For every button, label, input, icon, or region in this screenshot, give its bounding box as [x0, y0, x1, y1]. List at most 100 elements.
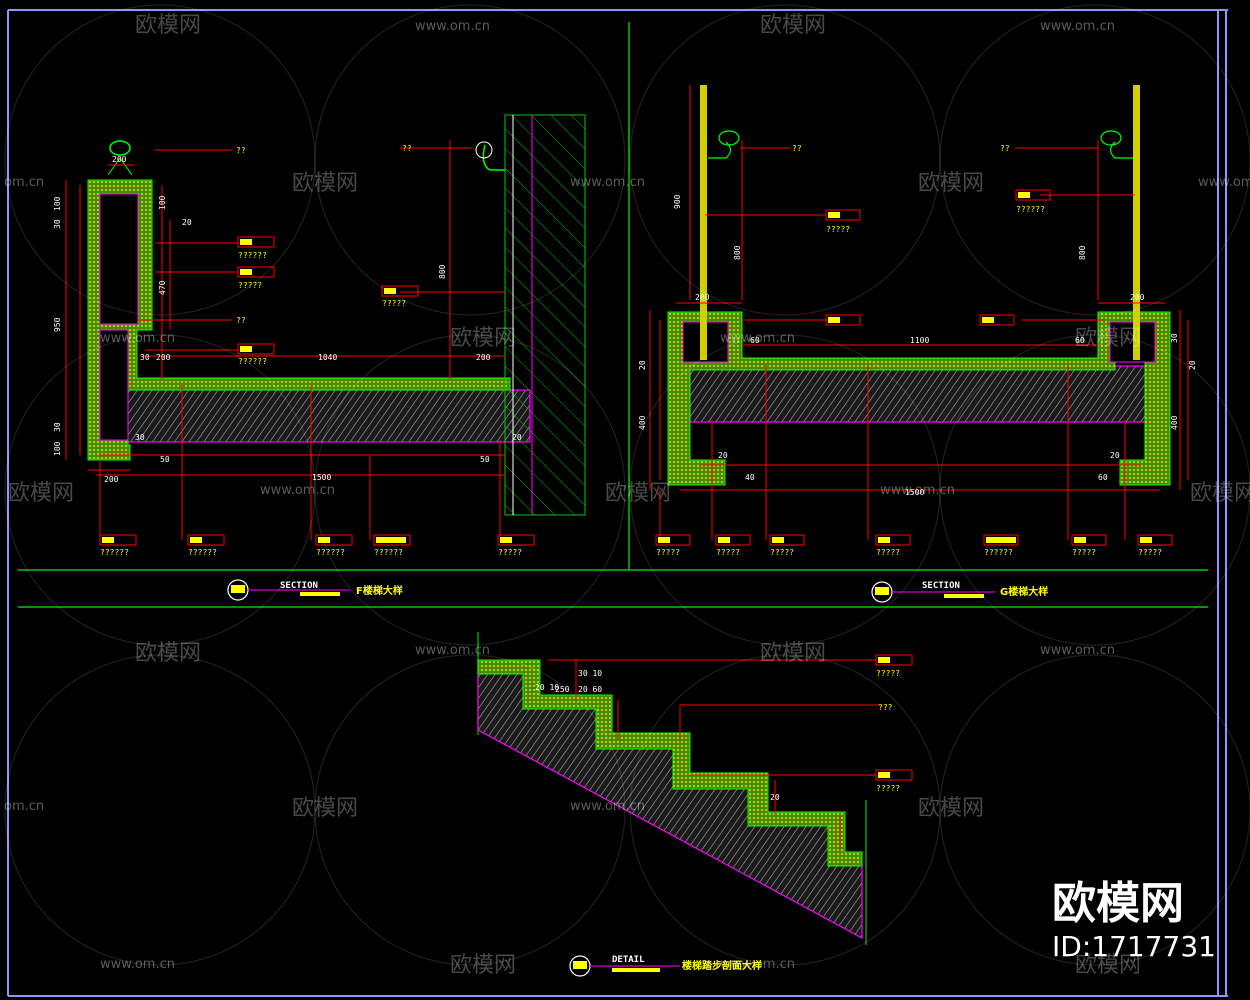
panel-g-dim-800b: 800 [1078, 245, 1087, 260]
panel-g-note-1: ?? [792, 144, 802, 153]
watermark-brand-9: 欧模网 [1190, 481, 1250, 506]
panel-g-tag-8: ????? [1072, 548, 1096, 557]
watermark-url-12: om.cn [4, 799, 44, 814]
panel-g-right-bracket [1109, 141, 1133, 159]
panel-f-dim-800: 800 [438, 264, 447, 279]
panel-g-dim-1100: 1100 [910, 336, 929, 345]
panel-f-dim-30b: 30 [53, 422, 62, 432]
watermark-brand-11: 欧模网 [760, 641, 826, 666]
watermark-url-11: www.om.cn [1040, 643, 1115, 658]
panel-g-dim-40: 40 [745, 473, 755, 482]
panel-f-note-2: ?? [236, 316, 246, 325]
detail-underline [612, 968, 660, 972]
watermark-url-1: www.om.cn [415, 19, 490, 34]
panel-f-dim-470: 470 [158, 280, 167, 295]
watermark-brand-8: 欧模网 [605, 481, 671, 506]
panel-g-dim-20w-b: 20 [1110, 451, 1120, 460]
detail-dim-4: 250 [555, 685, 570, 694]
panel-f-tag-2: ????? [238, 281, 262, 290]
panel-g-left-bracket [708, 141, 732, 159]
watermark-url-15: www.om.cn [720, 957, 795, 972]
watermark-url-7: www.om.cn [720, 331, 795, 346]
panel-f-dim-200b: 200 [156, 353, 171, 362]
panel-g-section: 900 800 800 200 200 1100 60 60 20 400 30… [638, 85, 1197, 603]
panel-f-upstand-core [99, 193, 139, 325]
panel-g-dim-1500: 1500 [905, 488, 924, 497]
panel-f-dim-30a: 30 [135, 433, 145, 442]
detail-tag-boxes [875, 654, 913, 781]
panel-f-dim-100-right: 100 [158, 195, 167, 210]
panel-detail-section: 30 10 20 10 20 60 250 20 ??? ????? ?????… [477, 632, 913, 977]
panel-f-tag-6: ?????? [188, 548, 217, 557]
detail-dim-5: 20 [770, 793, 780, 802]
panel-g-dim-20a: 20 [638, 360, 647, 370]
panel-f-tag-9: ????? [498, 548, 522, 557]
panel-g-slab [689, 365, 1153, 423]
panel-f-tag-7: ?????? [316, 548, 345, 557]
panel-g-right-light-icon [1100, 130, 1122, 146]
panel-f-top-marker-arms [107, 157, 133, 176]
watermark-url-10: www.om.cn [415, 643, 490, 658]
panel-f-title: F楼梯大样 [356, 584, 403, 597]
panel-f-section-symbol-fill [231, 585, 245, 593]
panel-g-dim-400a: 400 [638, 415, 647, 430]
panel-g-left-light-icon [718, 130, 740, 146]
watermark-brand-15: 欧模网 [1075, 953, 1141, 978]
panel-f-dim-50b: 50 [480, 455, 490, 464]
panel-f-dim-20: 20 [182, 218, 192, 227]
panel-f-section: 200 100 30 950 30 100 100 20 470 30 200 … [53, 114, 586, 601]
panel-g-section-underline [944, 594, 984, 598]
panel-f-section-label: SECTION [280, 581, 318, 591]
detail-tag-1: ????? [876, 669, 900, 678]
panel-f-tag-1: ?????? [238, 251, 267, 260]
panel-f-note-1: ?? [236, 146, 246, 155]
panel-f-light-bracket [482, 144, 505, 171]
panel-f-upstand-lower [99, 329, 129, 441]
panel-g-dim-800a: 800 [733, 245, 742, 260]
panel-g-tag-boxes [655, 189, 1173, 546]
panel-f-top-marker [109, 140, 131, 156]
panel-f-dim-20c: 20 [512, 433, 522, 442]
panel-f-light-icon [475, 141, 493, 159]
panel-f-dim-100a: 100 [53, 196, 62, 211]
panel-g-section-label: SECTION [922, 581, 960, 591]
watermark-url-13: www.om.cn [570, 799, 645, 814]
panel-f-dim-50a: 50 [160, 455, 170, 464]
watermark-url-6: www.om.cn [100, 331, 175, 346]
panel-g-dim-200b: 200 [1130, 293, 1145, 302]
panel-g-dim-900: 900 [673, 194, 682, 209]
panel-g-left-post [700, 85, 707, 360]
detail-tag-2: ????? [876, 784, 900, 793]
panel-g-right-post [1133, 85, 1140, 360]
panel-g-tag-4: ????? [716, 548, 740, 557]
watermark-circles [4, 4, 1250, 966]
watermark-brand-7: 欧模网 [8, 481, 74, 506]
panel-f-slab [104, 389, 531, 443]
detail-dim-2: 20 10 [535, 683, 559, 692]
detail-dim-1: 30 10 [578, 669, 602, 678]
watermark-url-8: www.om.cn [260, 483, 335, 498]
watermark-brand-10: 欧模网 [135, 641, 201, 666]
detail-stair-finish [477, 659, 863, 867]
panel-g-dim-20w-a: 20 [718, 451, 728, 460]
detail-dim-3: 20 60 [578, 685, 602, 694]
panel-g-tag-5: ????? [770, 548, 794, 557]
watermark-url-9: www.om.cn [880, 483, 955, 498]
watermark-brand-4: 欧模网 [918, 171, 984, 196]
panel-f-tag-5: ?????? [100, 548, 129, 557]
detail-dim-lines [548, 659, 880, 850]
watermark-url-4: www.om.cn [570, 175, 645, 190]
panel-g-dim-60b: 60 [1075, 336, 1085, 345]
panel-g-dim-400b: 400 [1170, 415, 1179, 430]
detail-symbol-fill [573, 961, 587, 969]
watermark-brand-12: 欧模网 [292, 796, 358, 821]
panel-f-dim-1500: 1500 [312, 473, 331, 482]
panel-f-tag-boxes [99, 236, 535, 546]
panel-f-dim-950: 950 [53, 317, 62, 332]
watermark-brand-6: 欧模网 [1075, 326, 1141, 351]
detail-note-1: ??? [878, 703, 893, 712]
panel-g-tag-9: ????? [1138, 548, 1162, 557]
panel-f-dim-lines [65, 140, 505, 540]
